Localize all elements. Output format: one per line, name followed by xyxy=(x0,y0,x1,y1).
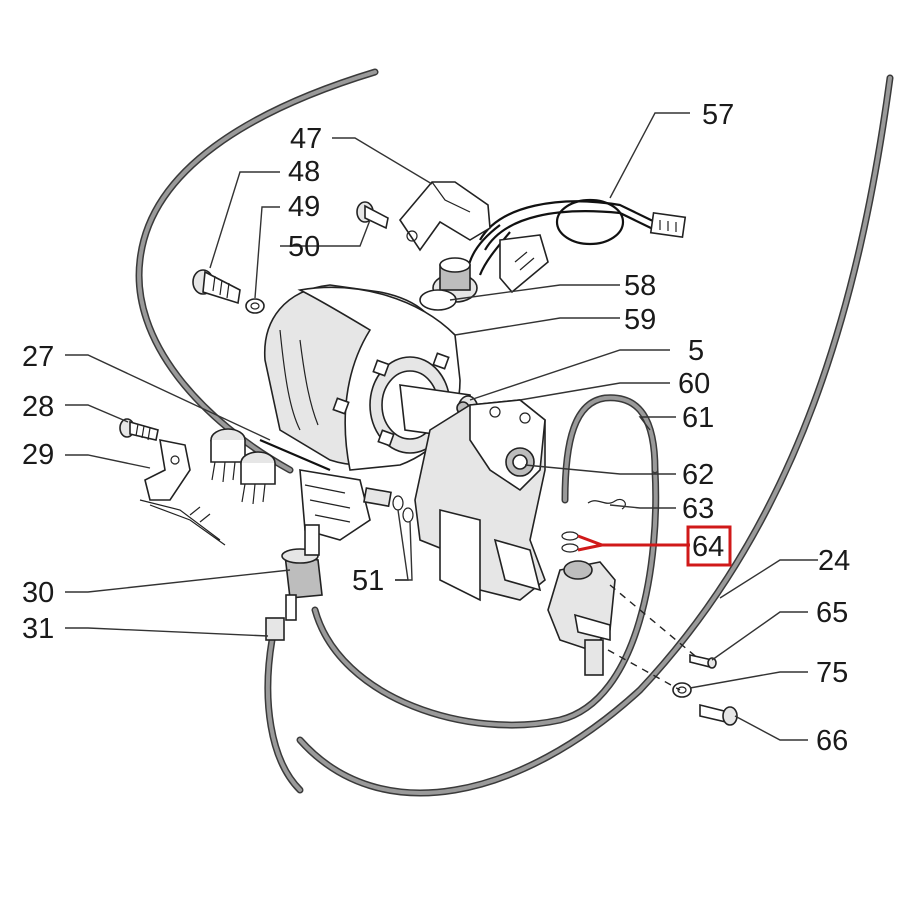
label-57: 57 xyxy=(702,99,734,131)
clip-63 xyxy=(587,498,626,510)
valve-body xyxy=(547,560,616,676)
washer-75 xyxy=(672,682,692,698)
screw-48 xyxy=(192,269,241,305)
capacitors-27 xyxy=(210,428,276,505)
sensor-58 xyxy=(419,257,478,311)
o-rings-64 xyxy=(561,531,579,553)
screw-66 xyxy=(699,703,738,726)
label-66: 66 xyxy=(816,725,848,757)
screw-65 xyxy=(689,653,717,669)
bracket-47 xyxy=(399,181,549,294)
part-28-screw xyxy=(119,418,159,441)
label-75: 75 xyxy=(816,657,848,689)
screw-50 xyxy=(356,201,389,230)
label-5: 5 xyxy=(688,335,704,367)
label-49: 49 xyxy=(288,191,320,223)
label-28: 28 xyxy=(22,391,54,423)
label-62: 62 xyxy=(682,459,714,491)
wire-harness-57 xyxy=(466,198,687,276)
hose-24 xyxy=(296,74,894,797)
label-60: 60 xyxy=(678,368,710,400)
label-51: 51 xyxy=(352,565,384,597)
label-64: 64 xyxy=(692,531,724,563)
clip-29 xyxy=(139,438,226,546)
label-65: 65 xyxy=(816,597,848,629)
fitting-31 xyxy=(265,594,297,641)
hose-return xyxy=(311,466,660,729)
leader-lines xyxy=(65,112,818,741)
washer-49 xyxy=(245,298,265,314)
highlight-64 xyxy=(577,525,732,567)
fitting-30 xyxy=(281,524,323,599)
label-50: 50 xyxy=(288,231,320,263)
label-24: 24 xyxy=(818,545,850,577)
hose-61 xyxy=(561,394,659,504)
hose-31 xyxy=(264,636,304,794)
label-27: 27 xyxy=(22,341,54,373)
label-48: 48 xyxy=(288,156,320,188)
label-30: 30 xyxy=(22,577,54,609)
label-61: 61 xyxy=(682,402,714,434)
label-47: 47 xyxy=(290,123,322,155)
dash-line-upper xyxy=(609,584,701,661)
label-59: 59 xyxy=(624,304,656,336)
label-58: 58 xyxy=(624,270,656,302)
label-31: 31 xyxy=(22,613,54,645)
label-63: 63 xyxy=(682,493,714,525)
label-29: 29 xyxy=(22,439,54,471)
dash-line-lower xyxy=(607,649,681,691)
connector-block xyxy=(259,438,414,541)
motor-59 xyxy=(263,284,479,471)
crank-unit-60 xyxy=(414,399,546,602)
